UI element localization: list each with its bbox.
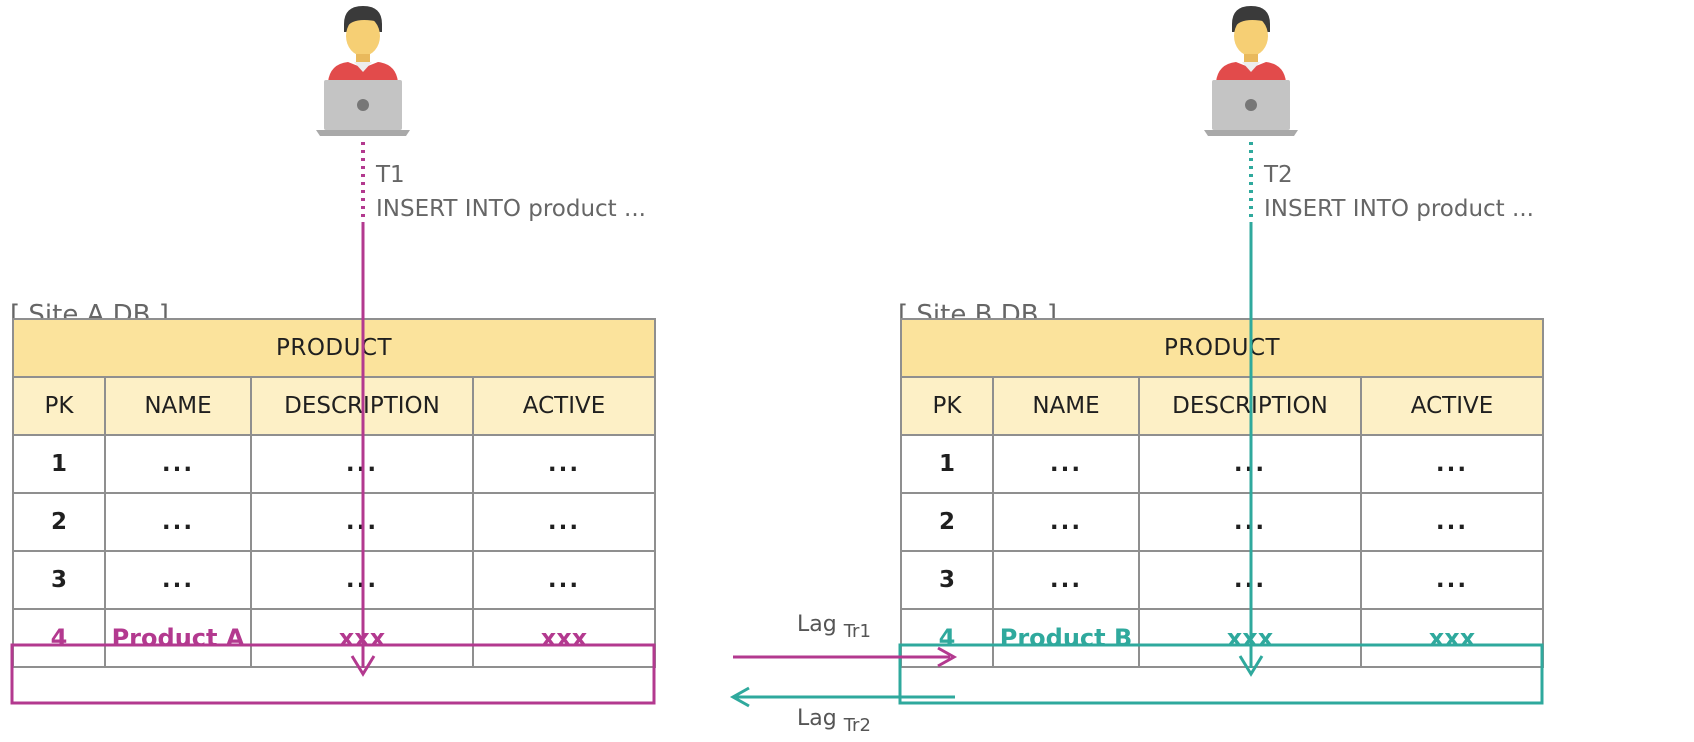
cell-active: ... xyxy=(1359,492,1545,552)
lag-subscript: Tr2 xyxy=(843,715,871,736)
tx-statement: INSERT INTO product ... xyxy=(376,196,646,222)
column-header-active: ACTIVE xyxy=(1359,376,1545,436)
table-row: 2 ... ... ... xyxy=(900,492,1545,552)
cell-name: ... xyxy=(992,492,1140,552)
table-row: 1 ... ... ... xyxy=(12,434,657,494)
cell-pk: 2 xyxy=(900,492,994,552)
table-row: 1 ... ... ... xyxy=(900,434,1545,494)
column-header-pk: PK xyxy=(900,376,994,436)
table-row: 3 ... ... ... xyxy=(900,550,1545,610)
user-laptop-icon xyxy=(316,6,410,136)
cell-pk: 3 xyxy=(12,550,106,610)
cell-pk: 3 xyxy=(900,550,994,610)
inserted-row-b: 4 Product B xxx xxx xyxy=(900,608,1545,668)
cell-description: ... xyxy=(1138,492,1362,552)
table-row: 3 ... ... ... xyxy=(12,550,657,610)
cell-active: ... xyxy=(1359,434,1545,494)
tx-label-t2: T2 INSERT INTO product ... xyxy=(1264,158,1534,226)
arrowhead-left-icon xyxy=(729,686,750,708)
cell-name: ... xyxy=(992,434,1140,494)
cell-description: ... xyxy=(250,434,474,494)
cell-name: ... xyxy=(104,550,252,610)
lag-text: Lag xyxy=(797,612,837,637)
cell-pk: 2 xyxy=(12,492,106,552)
cell-name: ... xyxy=(992,550,1140,610)
cell-description: ... xyxy=(1138,550,1362,610)
cell-active: ... xyxy=(471,434,657,494)
tx-name: T1 xyxy=(376,162,405,188)
cell-description: ... xyxy=(1138,434,1362,494)
column-header-name: NAME xyxy=(992,376,1140,436)
lag-text: Lag xyxy=(797,706,837,731)
cell-name: ... xyxy=(104,434,252,494)
column-header-name: NAME xyxy=(104,376,252,436)
inserted-row-a: 4 Product A xxx xxx xyxy=(12,608,657,668)
column-header-description: DESCRIPTION xyxy=(1138,376,1362,436)
cell-pk: 1 xyxy=(12,434,106,494)
table-title: PRODUCT xyxy=(899,318,1545,378)
cell-active: ... xyxy=(1359,550,1545,610)
column-header-active: ACTIVE xyxy=(471,376,657,436)
cell-pk: 1 xyxy=(900,434,994,494)
cell-name: Product A xyxy=(104,608,252,668)
cell-description: xxx xyxy=(1138,608,1362,668)
cell-description: ... xyxy=(250,550,474,610)
tx-name: T2 xyxy=(1264,162,1293,188)
cell-name: Product B xyxy=(992,608,1140,668)
lag-tr2-label: Lag Tr2 xyxy=(797,706,871,736)
tx-statement: INSERT INTO product ... xyxy=(1264,196,1534,222)
cell-description: ... xyxy=(250,492,474,552)
cell-active: ... xyxy=(471,492,657,552)
cell-active: xxx xyxy=(471,608,657,668)
cell-description: xxx xyxy=(250,608,474,668)
table-row: 2 ... ... ... xyxy=(12,492,657,552)
column-header-description: DESCRIPTION xyxy=(250,376,474,436)
column-header-pk: PK xyxy=(12,376,106,436)
user-laptop-icon xyxy=(1204,6,1298,136)
cell-pk: 4 xyxy=(900,608,994,668)
cell-active: ... xyxy=(471,550,657,610)
site-b-product-table: PRODUCT PK NAME DESCRIPTION ACTIVE 1 ...… xyxy=(899,318,1545,668)
cell-pk: 4 xyxy=(12,608,106,668)
site-a-product-table: PRODUCT PK NAME DESCRIPTION ACTIVE 1 ...… xyxy=(11,318,657,668)
table-title: PRODUCT xyxy=(11,318,657,378)
user-a xyxy=(308,2,418,142)
tx-label-t1: T1 INSERT INTO product ... xyxy=(376,158,646,226)
cell-name: ... xyxy=(104,492,252,552)
user-b xyxy=(1196,2,1306,142)
lag-tr1-label: Lag Tr1 xyxy=(797,612,871,642)
lag-subscript: Tr1 xyxy=(843,621,871,642)
cell-active: xxx xyxy=(1359,608,1545,668)
